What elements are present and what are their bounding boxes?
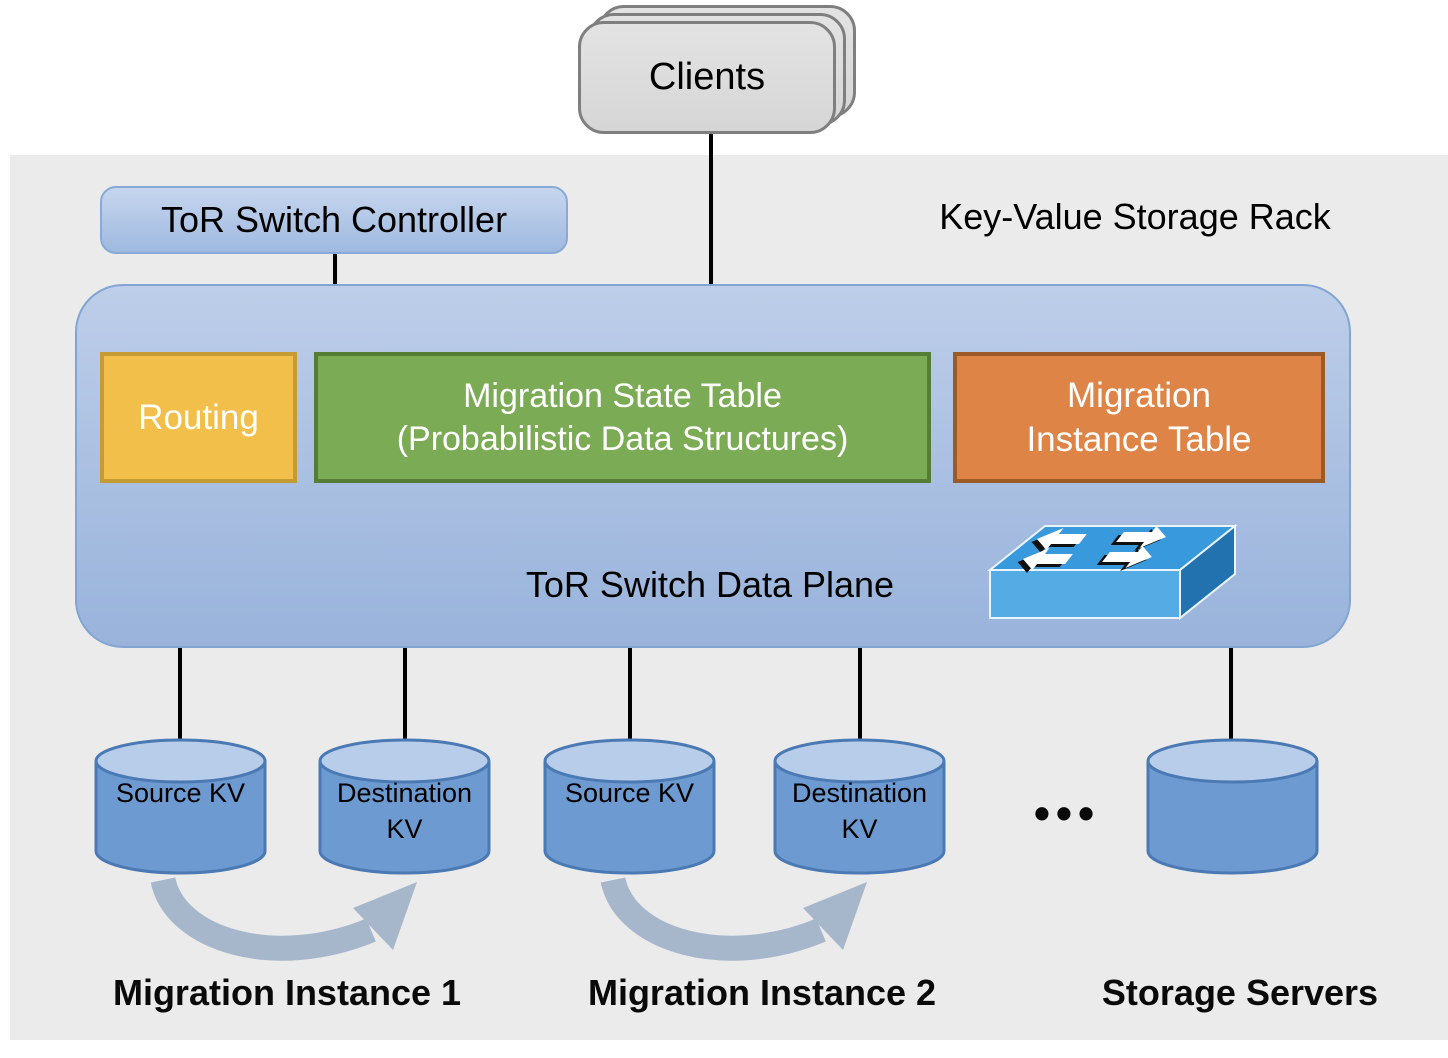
cylinder-label: Destination KV xyxy=(791,778,928,845)
connector-server-2 xyxy=(403,648,407,740)
connector-controller-dataplane xyxy=(333,254,337,285)
network-switch-icon xyxy=(987,523,1238,621)
migration-instance-table-box: Migration Instance Table xyxy=(953,352,1325,483)
database-cylinder-icon xyxy=(1146,738,1319,875)
cylinder-label: Source KV xyxy=(115,778,246,808)
connector-server-5 xyxy=(1229,648,1233,740)
routing-label: Routing xyxy=(138,397,259,437)
instance-table-line2: Instance Table xyxy=(1026,419,1252,459)
cylinder-label: Source KV xyxy=(564,778,695,808)
rack-title: Key-Value Storage Rack xyxy=(939,196,1331,237)
state-table-line2: (Probabilistic Data Structures) xyxy=(396,419,849,458)
clients-node: Clients xyxy=(578,21,836,134)
connector-server-4 xyxy=(858,648,862,740)
migration-instance-1-label: Migration Instance 1 xyxy=(112,972,462,1013)
cylinder-source-kv-1: Source KV xyxy=(93,737,268,877)
ellipsis-dots: ••• xyxy=(1033,787,1101,839)
storage-servers-label: Storage Servers xyxy=(1101,972,1379,1013)
curved-migration-arrow-2 xyxy=(600,876,867,961)
database-cylinder-icon xyxy=(543,738,716,875)
cylinder-destination-kv-2: Destination KV xyxy=(772,737,947,877)
database-cylinder-icon xyxy=(94,738,267,875)
connector-clients-dataplane xyxy=(709,134,713,285)
cylinder-label: Destination KV xyxy=(336,778,473,845)
cylinder-storage-server xyxy=(1145,737,1320,877)
tor-switch-controller-node: ToR Switch Controller xyxy=(100,186,568,254)
state-table-line1: Migration State Table xyxy=(463,377,782,415)
dataplane-label: ToR Switch Data Plane xyxy=(525,564,895,605)
migration-state-table-box: Migration State Table (Probabilistic Dat… xyxy=(314,352,931,483)
cylinder-source-kv-2: Source KV xyxy=(542,737,717,877)
database-cylinder-icon xyxy=(773,738,946,875)
connector-server-3 xyxy=(628,648,632,740)
migration-instance-2-label: Migration Instance 2 xyxy=(587,972,937,1013)
clients-label: Clients xyxy=(648,56,766,98)
instance-table-line1: Migration xyxy=(1067,375,1211,415)
cylinder-destination-kv-1: Destination KV xyxy=(317,737,492,877)
connector-server-1 xyxy=(178,648,182,740)
curved-migration-arrow-1 xyxy=(150,876,417,961)
routing-table-box: Routing xyxy=(100,352,297,483)
controller-label: ToR Switch Controller xyxy=(160,199,508,240)
database-cylinder-icon xyxy=(318,738,491,875)
